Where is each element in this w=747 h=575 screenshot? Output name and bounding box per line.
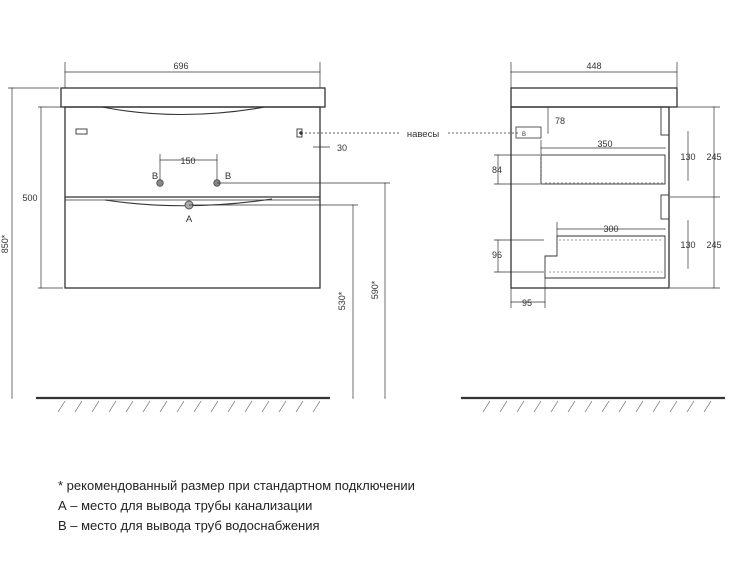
- floor-to-drain-label: 530*: [337, 291, 347, 310]
- drain-a-label: A: [186, 214, 193, 225]
- front-countertop: [60, 87, 326, 108]
- front-height-label: 500: [22, 193, 37, 203]
- side-depth-label: 448: [586, 61, 601, 71]
- floor-to-outlets-label: 590*: [370, 280, 380, 299]
- hole-spacing-label: 150: [180, 156, 195, 166]
- hanger-drop-label: 78: [555, 116, 565, 126]
- lower-drawer-height-label: 96: [492, 250, 502, 260]
- note-recommended: * рекомендованный размер при стандартном…: [58, 478, 415, 493]
- outlet-b-right-label: B: [225, 171, 231, 182]
- front-hanger-left: [75, 128, 88, 135]
- side-cabinet-body: [510, 106, 670, 289]
- note-water-b: B – место для вывода труб водоснабжения: [58, 518, 320, 533]
- notch-label: 95: [522, 298, 532, 308]
- outlet-b-left-label: B: [152, 171, 158, 182]
- hanger-offset-label: 30: [337, 143, 347, 153]
- lower-drawer-depth-label: 300: [603, 224, 618, 234]
- upper-drawer-height-label: 84: [492, 165, 502, 175]
- lower-section-label: 245: [706, 240, 721, 250]
- front-view: [8, 62, 390, 413]
- side-countertop: [510, 87, 678, 108]
- side-hanger: [515, 126, 542, 139]
- lower-front-label: 130: [680, 240, 695, 250]
- upper-section-label: 245: [706, 152, 721, 162]
- hanger-detail-label: B: [522, 132, 526, 138]
- front-width-label: 696: [173, 61, 188, 71]
- upper-drawer-depth-label: 350: [597, 139, 612, 149]
- front-basin-curve: [101, 106, 266, 116]
- side-view: [305, 62, 725, 413]
- side-upper-drawer: [540, 154, 666, 185]
- upper-front-label: 130: [680, 152, 695, 162]
- hanger-label: навесы: [407, 129, 440, 140]
- front-total-height-label: 850*: [0, 234, 10, 253]
- legend-notes: * рекомендованный размер при стандартном…: [58, 476, 415, 536]
- note-drain-a: А – место для вывода трубы канализации: [58, 498, 313, 513]
